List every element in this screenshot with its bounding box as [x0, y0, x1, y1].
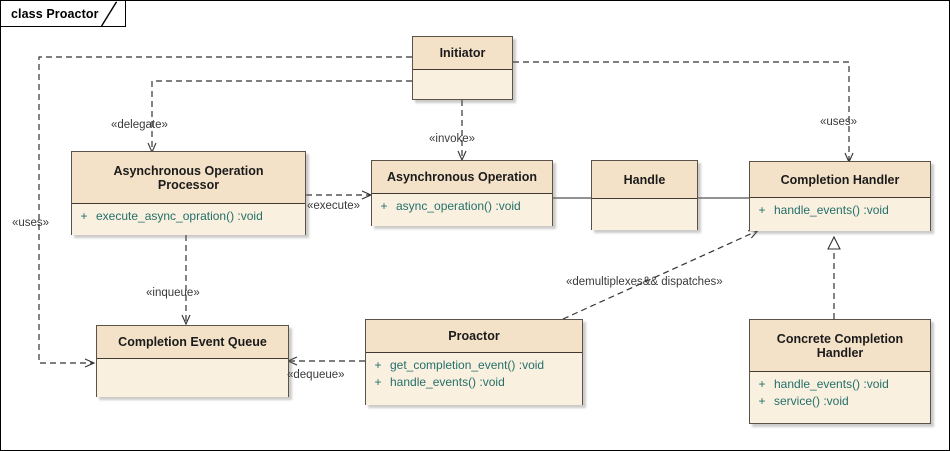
- class-name-concrete-completion-handler: Concrete Completion Handler: [750, 320, 930, 372]
- class-operations-async-operation-processor: + execute_async_opration() :void: [72, 204, 305, 235]
- class-operations-completion-event-queue: [97, 359, 288, 397]
- connector-label-demultiplexes-dispatches: «demultiplexes&& dispatches»: [566, 276, 723, 288]
- class-name-completion-event-queue: Completion Event Queue: [97, 326, 288, 359]
- class-name-completion-handler: Completion Handler: [750, 162, 930, 198]
- class-box-completion-handler[interactable]: Completion Handler + handle_events() :vo…: [749, 161, 931, 231]
- class-box-initiator[interactable]: Initiator: [412, 36, 513, 100]
- frame-tab-corner: [101, 1, 117, 27]
- class-box-async-operation-processor[interactable]: Asynchronous Operation Processor + execu…: [71, 151, 306, 235]
- class-box-proactor[interactable]: Proactor + get_completion_event() :void …: [365, 319, 583, 405]
- connector-label-uses-left: «uses»: [12, 217, 50, 229]
- class-name-initiator: Initiator: [413, 37, 512, 70]
- operation-row: + handle_events() :void: [758, 203, 889, 217]
- class-box-handle[interactable]: Handle: [591, 160, 698, 230]
- class-operations-proactor: + get_completion_event() :void + handle_…: [366, 353, 582, 405]
- class-name-async-operation: Asynchronous Operation: [372, 161, 552, 194]
- class-box-concrete-completion-handler[interactable]: Concrete Completion Handler + handle_eve…: [749, 319, 931, 424]
- operation-row: + handle_events() :void: [374, 375, 505, 389]
- connector-demultiplexes-dispatches: [562, 230, 760, 320]
- class-operations-completion-handler: + handle_events() :void: [750, 198, 930, 231]
- operation-row: + handle_events() :void: [758, 377, 889, 391]
- operation-row: + get_completion_event() :void: [374, 358, 545, 372]
- class-name-handle: Handle: [592, 161, 697, 199]
- class-box-completion-event-queue[interactable]: Completion Event Queue: [96, 325, 289, 397]
- connector-label-execute: «execute»: [307, 200, 361, 212]
- connector-delegate: [147, 80, 412, 154]
- connector-label-invoke: «invoke»: [429, 133, 476, 145]
- class-operations-concrete-completion-handler: + handle_events() :void + service() :voi…: [750, 372, 930, 423]
- connector-label-delegate: «delegate»: [111, 119, 168, 131]
- class-name-proactor: Proactor: [366, 320, 582, 353]
- connector-uses-left: [38, 56, 412, 368]
- class-name-async-operation-processor: Asynchronous Operation Processor: [72, 152, 305, 204]
- class-operations-handle: [592, 199, 697, 230]
- operation-row: + execute_async_opration() :void: [80, 209, 263, 223]
- operation-row: + async_operation() :void: [380, 199, 521, 213]
- frame-title-label: class Proactor: [11, 6, 99, 21]
- connector-label-dequeue: «dequeue»: [287, 369, 345, 381]
- connector-label-uses-right: «uses»: [820, 116, 858, 128]
- operation-row: + service() :void: [758, 394, 849, 408]
- class-operations-async-operation: + async_operation() :void: [372, 194, 552, 226]
- class-operations-initiator: [413, 70, 512, 99]
- connector-uses-right: [513, 61, 854, 164]
- connector-label-inqueue: «inqueue»: [146, 287, 200, 299]
- class-box-async-operation[interactable]: Asynchronous Operation + async_operation…: [371, 160, 553, 226]
